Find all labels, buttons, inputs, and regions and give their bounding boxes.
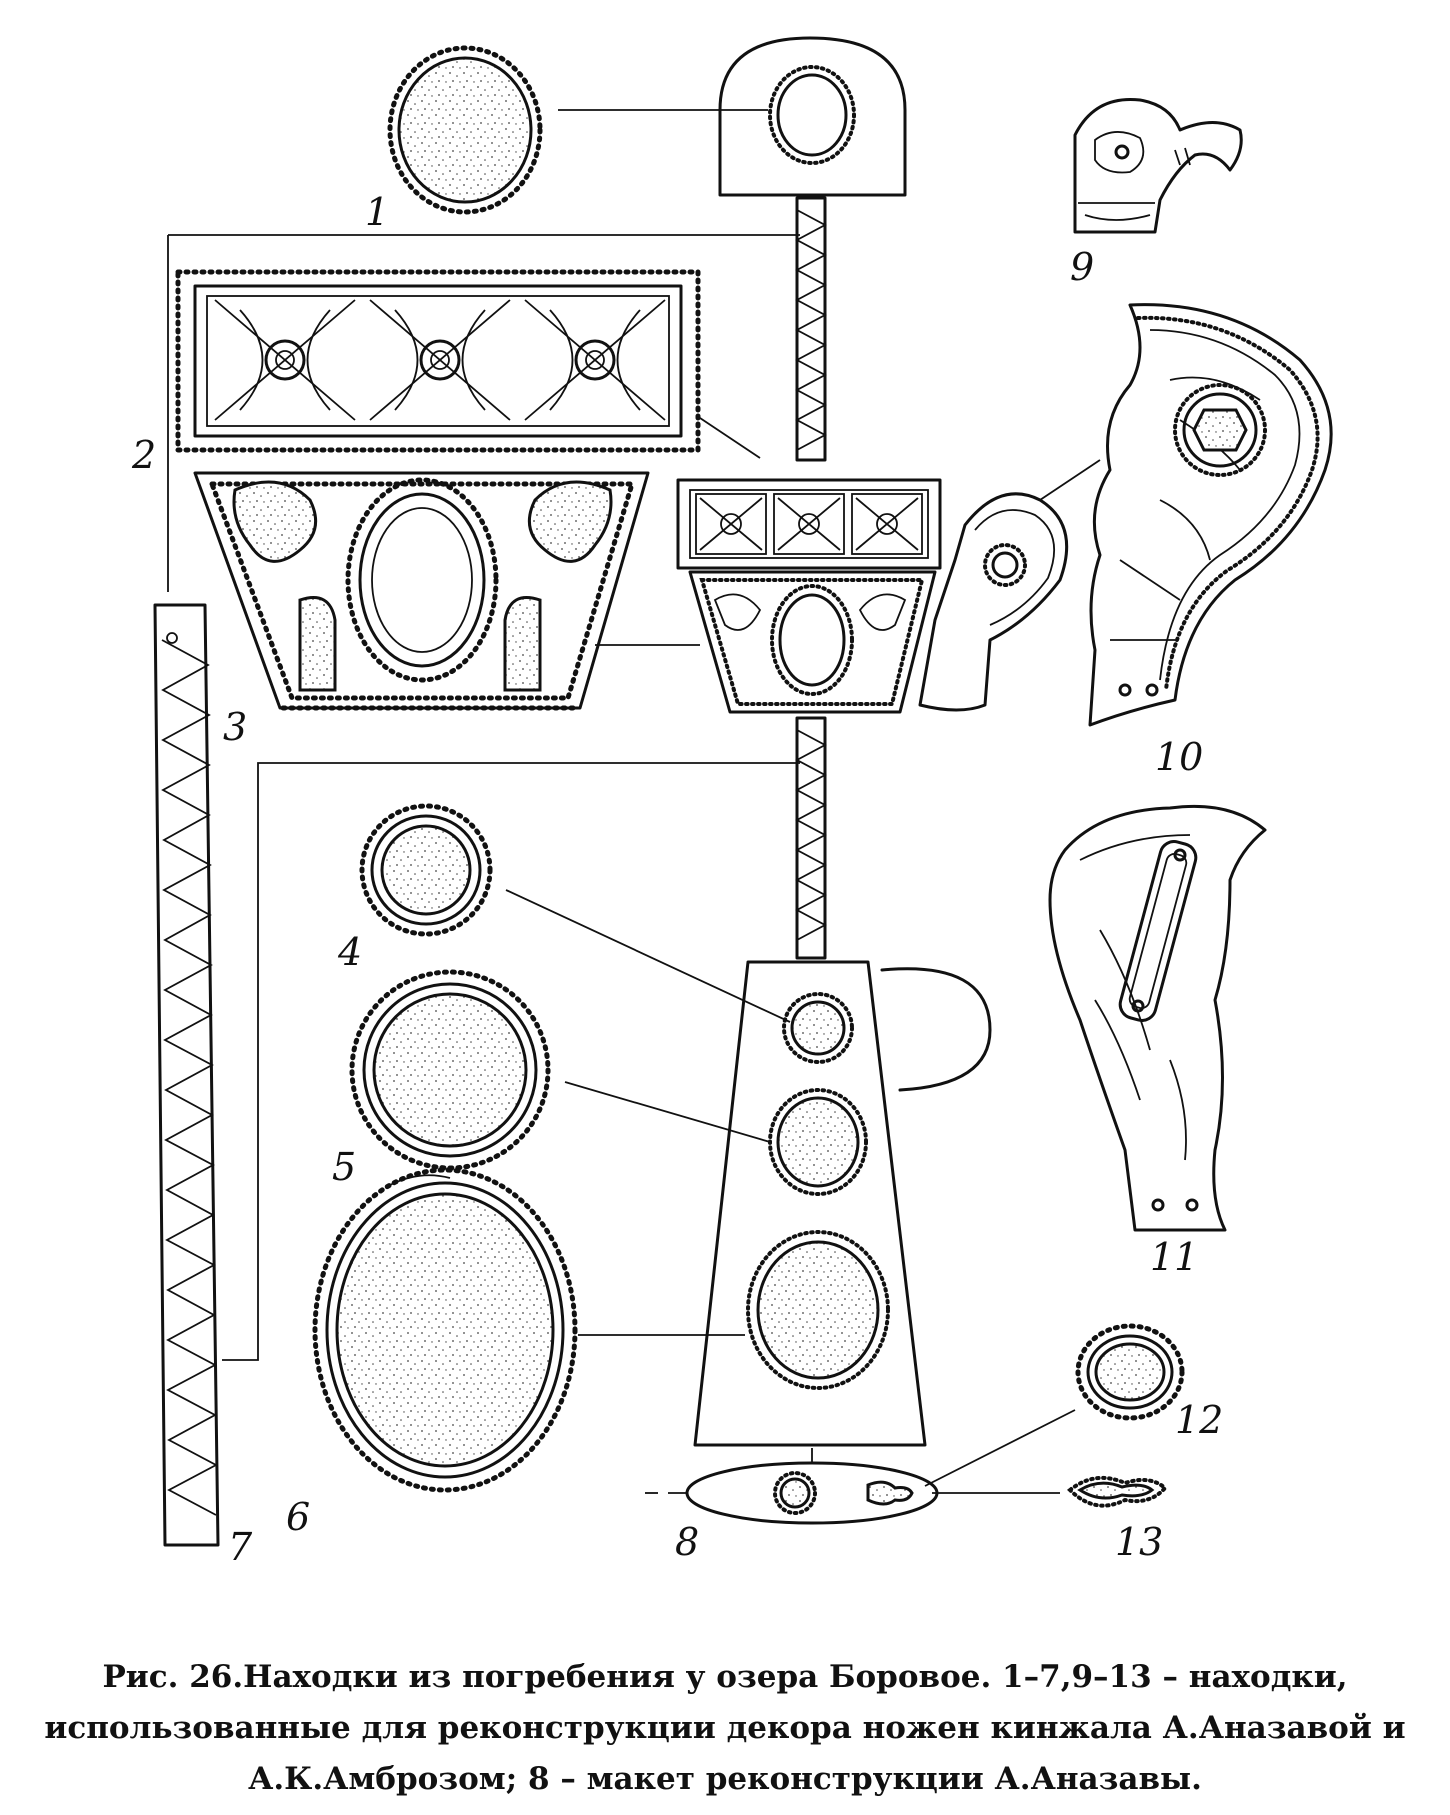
label-12: 12 <box>1175 1398 1223 1442</box>
item-13-teardrop <box>932 1475 1168 1508</box>
figure-caption: Рис. 26.Находки из погребения у озера Бо… <box>40 1652 1410 1805</box>
item-5-medium-round <box>349 969 771 1171</box>
item-number-labels: 1 2 3 4 5 6 7 8 9 10 11 12 13 <box>131 190 1223 1569</box>
label-9: 9 <box>1070 245 1094 289</box>
item-10-curved-fragment <box>1039 303 1333 727</box>
label-10: 10 <box>1155 735 1203 779</box>
item-9-bird-head <box>1073 97 1243 234</box>
label-8: 8 <box>675 1520 699 1564</box>
label-6: 6 <box>286 1495 310 1539</box>
figure-drawing: 1 2 3 4 5 6 7 8 9 10 11 12 13 <box>131 36 1333 1569</box>
item-8-scabbard-reconstruction <box>558 36 1069 1525</box>
caption-label: Рис. 26. <box>102 1659 244 1695</box>
caption-text: Находки из погребения у озера Боровое. 1… <box>44 1659 1406 1797</box>
item-1-round-plaque <box>387 45 543 215</box>
label-2: 2 <box>131 433 156 477</box>
item-6-large-oval <box>312 1167 745 1493</box>
item-12-small-oval <box>924 1323 1185 1487</box>
label-11: 11 <box>1150 1235 1198 1279</box>
item-11-fragment-with-bar <box>1048 804 1267 1232</box>
label-5: 5 <box>332 1145 356 1189</box>
label-13: 13 <box>1115 1520 1163 1564</box>
item-2-rectangular-plaque <box>167 234 800 592</box>
item-7-zigzag-strip <box>153 603 800 1547</box>
label-7: 7 <box>228 1525 253 1569</box>
label-3: 3 <box>223 705 247 749</box>
label-1: 1 <box>365 190 389 234</box>
label-4: 4 <box>337 930 362 974</box>
item-4-small-round <box>359 803 791 1023</box>
item-3-trapezoid-plaque <box>193 471 700 711</box>
